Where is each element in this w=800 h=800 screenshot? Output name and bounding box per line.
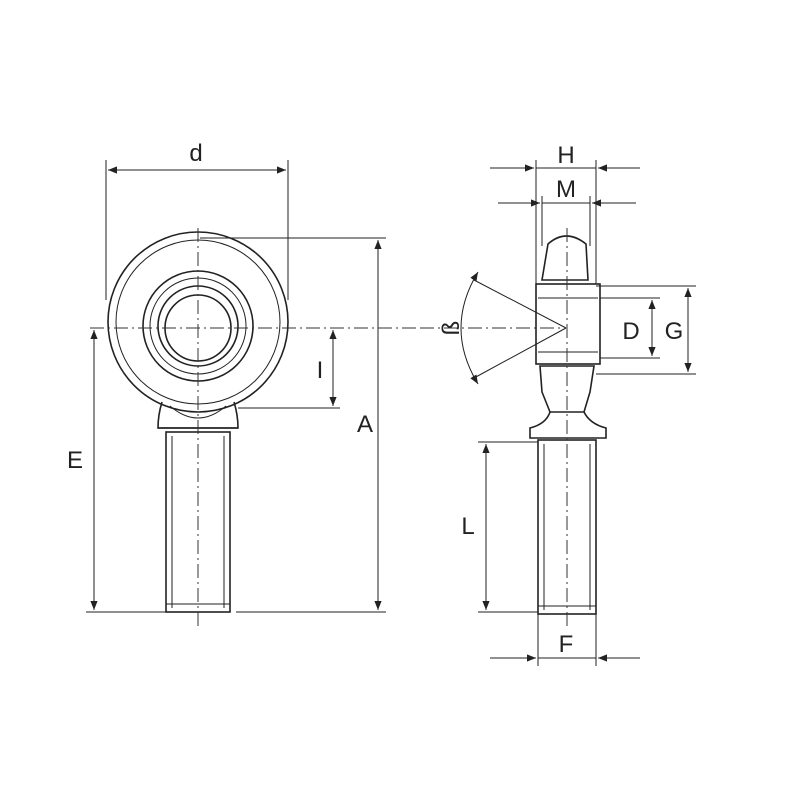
- label-A: A: [357, 411, 373, 438]
- label-D: D: [622, 318, 639, 345]
- side-neck: [529, 411, 607, 439]
- neck-fillet: [169, 405, 227, 419]
- label-I: I: [317, 357, 324, 384]
- housing-upper-section: [541, 235, 589, 281]
- front-view: d A E I: [67, 140, 560, 630]
- label-d: d: [189, 140, 202, 167]
- beta-ray-upper: [473, 279, 567, 329]
- ball-side: [535, 283, 601, 365]
- label-L: L: [461, 513, 474, 540]
- beta-ray-lower: [473, 327, 567, 379]
- side-view: H M D G ß L F: [438, 142, 696, 666]
- beta-arc: [460, 271, 479, 385]
- label-M: M: [556, 176, 576, 203]
- label-beta: ß: [438, 321, 465, 336]
- label-G: G: [665, 318, 684, 345]
- label-E: E: [67, 447, 83, 474]
- label-F: F: [559, 631, 574, 658]
- label-H: H: [557, 142, 574, 169]
